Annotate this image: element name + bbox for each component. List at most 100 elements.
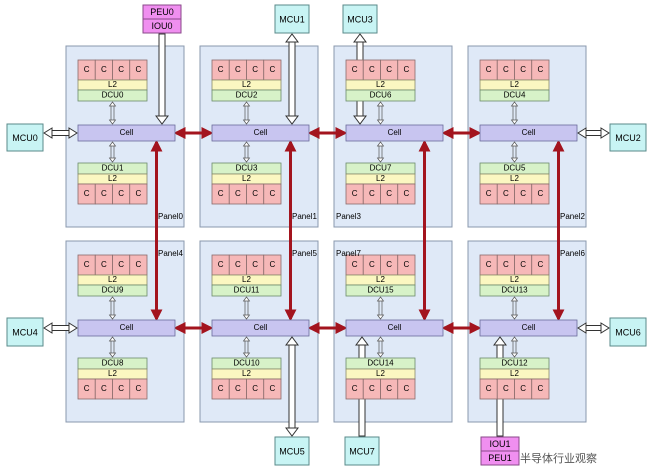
panel5-upper-core-label-1: C (235, 260, 241, 269)
panel4-upper-dcu-label: DCU9 (102, 286, 124, 295)
panel6-lower-link (376, 336, 385, 358)
mcu-label-1: MCU1 (279, 14, 305, 24)
panel3-upper-dcu-label: DCU4 (504, 91, 526, 100)
mcu5-link-head-top (285, 336, 299, 346)
panel2-lower-l2-label: L2 (376, 174, 385, 183)
panel2-cell-label: Cell (388, 128, 402, 137)
panel7-upper-core-label-1: C (503, 260, 509, 269)
panel7-lower-core-3 (531, 378, 550, 400)
panel0-upper-dcu-label: DCU0 (102, 91, 124, 100)
panel0-upper-core-label-0: C (84, 65, 90, 74)
mcu1-link (285, 33, 299, 125)
panel7-lower-core-label-2: C (520, 384, 526, 393)
mcu4-link-head-right (68, 322, 78, 334)
panel-label-6: Panel7 (336, 249, 361, 258)
panel3-upper-link-b (510, 119, 519, 125)
panel4-upper-l2-label: L2 (108, 275, 117, 284)
panel5-upper-core-label-0: C (218, 260, 224, 269)
panel2-upper-link-t (376, 101, 385, 107)
panel2-lower-link (376, 141, 385, 163)
panel1-upper-link-b (242, 119, 251, 125)
mcu6-link-shaft (584, 325, 603, 331)
panel4-lower-core-3 (129, 378, 148, 400)
panel6-cell (345, 319, 444, 337)
mcu5-link-head-bottom (285, 427, 299, 437)
panel3-upper-core-label-1: C (503, 65, 509, 74)
mcu-label-4: MCU4 (12, 327, 38, 337)
panel1-lower-core-label-0: C (218, 189, 224, 198)
panel3-lower-link-t (510, 141, 519, 147)
mcu4-link-head-left (43, 322, 53, 334)
panel7-cell-label: Cell (522, 323, 536, 332)
panel7-lower-core-label-3: C (537, 384, 543, 393)
mcu-box-3 (342, 4, 378, 34)
panel0-lower-l2-label: L2 (108, 174, 117, 183)
panel5-lower-core-label-0: C (218, 384, 224, 393)
mcu2-link-shaft (584, 130, 603, 136)
mcu0-link (43, 127, 78, 139)
mcu0-link-head-left (43, 127, 53, 139)
panel3-cell (479, 124, 578, 142)
panel0-lower-link-t (108, 141, 117, 147)
panel7-upper-core-label-2: C (520, 260, 526, 269)
panel3-upper-l2-label: L2 (510, 80, 519, 89)
panel6-lower-core-label-2: C (386, 384, 392, 393)
panel0-upper-link (108, 101, 117, 125)
panel3-upper-core-label-2: C (520, 65, 526, 74)
panel7-upper-core-label-3: C (537, 260, 543, 269)
mcu1-link-head-bottom (285, 115, 299, 125)
panel7-upper-link-t (510, 296, 519, 302)
panel6-lower-core-label-0: C (352, 384, 358, 393)
panel2-cell (345, 124, 444, 142)
panel2-lower-link-t (376, 141, 385, 147)
panel1-upper-core-label-0: C (218, 65, 224, 74)
io-bottom-label-1: PEU1 (488, 453, 512, 463)
panel0-lower-core-3 (129, 183, 148, 205)
panel2-upper-dcu (345, 89, 416, 102)
panel3-lower-dcu-label: DCU5 (504, 164, 526, 173)
panel0-lower-core-label-3: C (135, 189, 141, 198)
panel0-upper-core-label-2: C (118, 65, 124, 74)
panel-label-4: Panel4 (158, 249, 183, 258)
watermark-text: 半导体行业观察 (520, 451, 597, 465)
panel2-lower-link-b (376, 157, 385, 163)
mcu2-link-head-left (577, 127, 587, 139)
panel3-lower-core-label-0: C (486, 189, 492, 198)
panel7-lower-link-b (510, 352, 519, 358)
mcu-box-4 (6, 317, 44, 347)
panel-label-3: Panel2 (560, 212, 585, 221)
panel2-lower-core-label-0: C (352, 189, 358, 198)
panel5-upper-link-b (242, 314, 251, 320)
panel0-cell-label: Cell (120, 128, 134, 137)
panel2-upper-link-b (376, 119, 385, 125)
panel5-upper-dcu (211, 284, 282, 297)
panel0-lower-link-b (108, 157, 117, 163)
panel-label-2: Panel3 (336, 212, 361, 221)
panel0-upper-dcu (77, 89, 148, 102)
panel5-upper-core-label-2: C (252, 260, 258, 269)
panel3-upper-link (510, 101, 519, 125)
panel3-upper-dcu (479, 89, 550, 102)
panel0-lower-core-label-1: C (101, 189, 107, 198)
panel4-upper-core-label-3: C (135, 260, 141, 269)
panel1-lower-core-label-1: C (235, 189, 241, 198)
panel2-upper-link (376, 101, 385, 125)
panel6-upper-core-label-3: C (403, 260, 409, 269)
panel5-lower-link (242, 336, 251, 358)
panel7-lower-l2-label: L2 (510, 369, 519, 378)
panel0-upper-core-label-3: C (135, 65, 141, 74)
panel-label-7: Panel6 (560, 249, 585, 258)
panel4-lower-link-b (108, 352, 117, 358)
panel1-lower-core-label-3: C (269, 189, 275, 198)
iou0-link-head-bottom (155, 115, 169, 125)
panel3-lower-core-label-2: C (520, 189, 526, 198)
mcu1-link-shaft (288, 40, 296, 118)
panel1-lower-link (242, 141, 251, 163)
mcu3-link-head-top (353, 33, 367, 43)
panel5-lower-core-label-3: C (269, 384, 275, 393)
panel4-upper-dcu (77, 284, 148, 297)
panel0-lower-core-label-2: C (118, 189, 124, 198)
panel6-lower-core-3 (397, 378, 416, 400)
mcu-label-5: MCU5 (279, 446, 305, 456)
panel4-lower-link-t (108, 336, 117, 342)
